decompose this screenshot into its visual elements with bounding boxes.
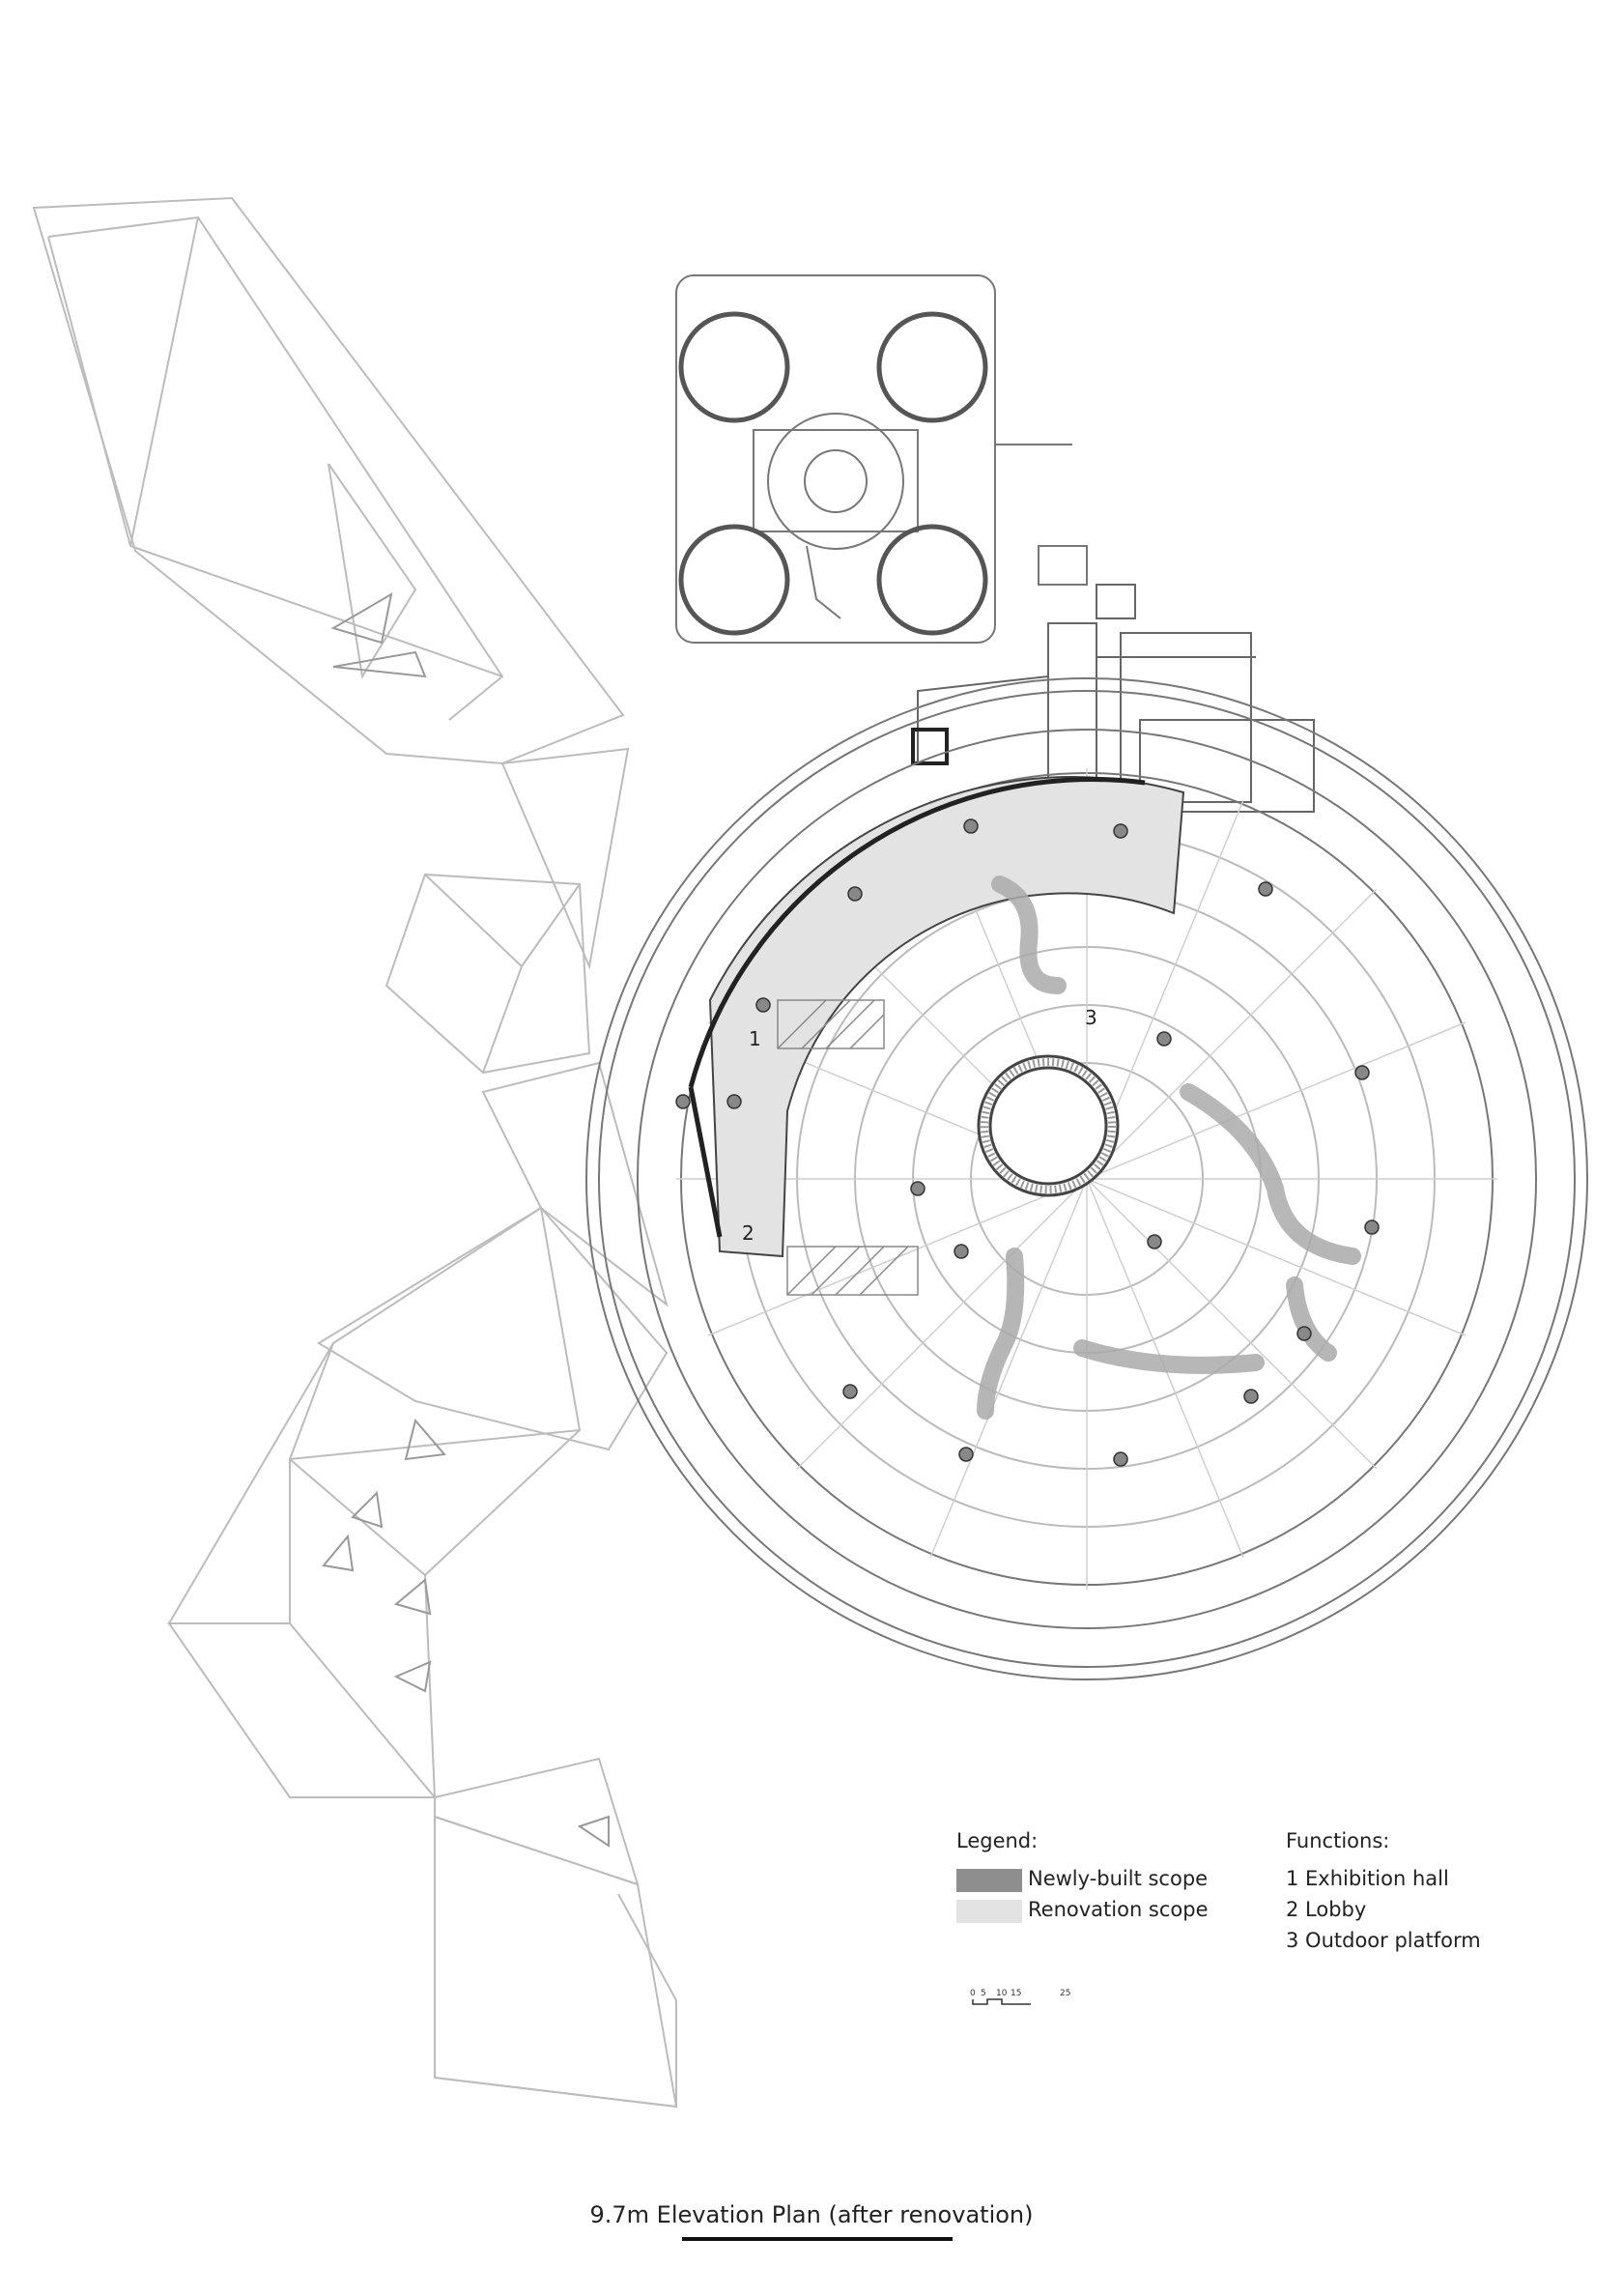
hatched-zones [777,999,919,1296]
plan-label-lobby: 2 [742,1221,755,1245]
title-underline [682,2237,953,2241]
scale-tick-label: 5 [981,1989,986,1998]
faceted-roof-outline [32,196,678,2109]
scale-tick-label: 10 [996,1989,1008,1998]
drawing-title: 9.7m Elevation Plan (after renovation) [589,2201,1034,2228]
scale-tick-label: 15 [1011,1989,1022,1998]
scale-bar [972,1998,1031,2005]
function-item: 2 Lobby [1286,1898,1367,1921]
legend-label-newly-built: Newly-built scope [1028,1867,1209,1890]
newly-built-scope-wall [688,777,1146,1088]
north-pavilion [675,274,1088,644]
function-item: 1 Exhibition hall [1286,1867,1449,1890]
central-oculus [977,1054,1120,1197]
renovation-scope-area [708,775,1185,1258]
legend-swatch-renovation [956,1900,1022,1923]
plan-label-exhibition-hall: 1 [749,1027,761,1050]
functions-title: Functions: [1286,1829,1390,1852]
function-item: 3 Outdoor platform [1286,1929,1481,1952]
legend-title: Legend: [956,1829,1039,1852]
skylight-triangles [322,592,610,1848]
newly-built-scope-wall [688,1086,723,1238]
plan-label-outdoor-platform: 3 [1085,1006,1097,1029]
scale-tick-label: 0 [970,1989,976,1998]
legend-swatch-newly-built [956,1869,1022,1892]
legend-label-renovation: Renovation scope [1028,1898,1209,1921]
structural-columns [675,818,1380,1467]
east-annex [911,584,1315,813]
scale-tick-label: 25 [1060,1989,1071,1998]
landscape-ribbons [977,875,1361,1420]
